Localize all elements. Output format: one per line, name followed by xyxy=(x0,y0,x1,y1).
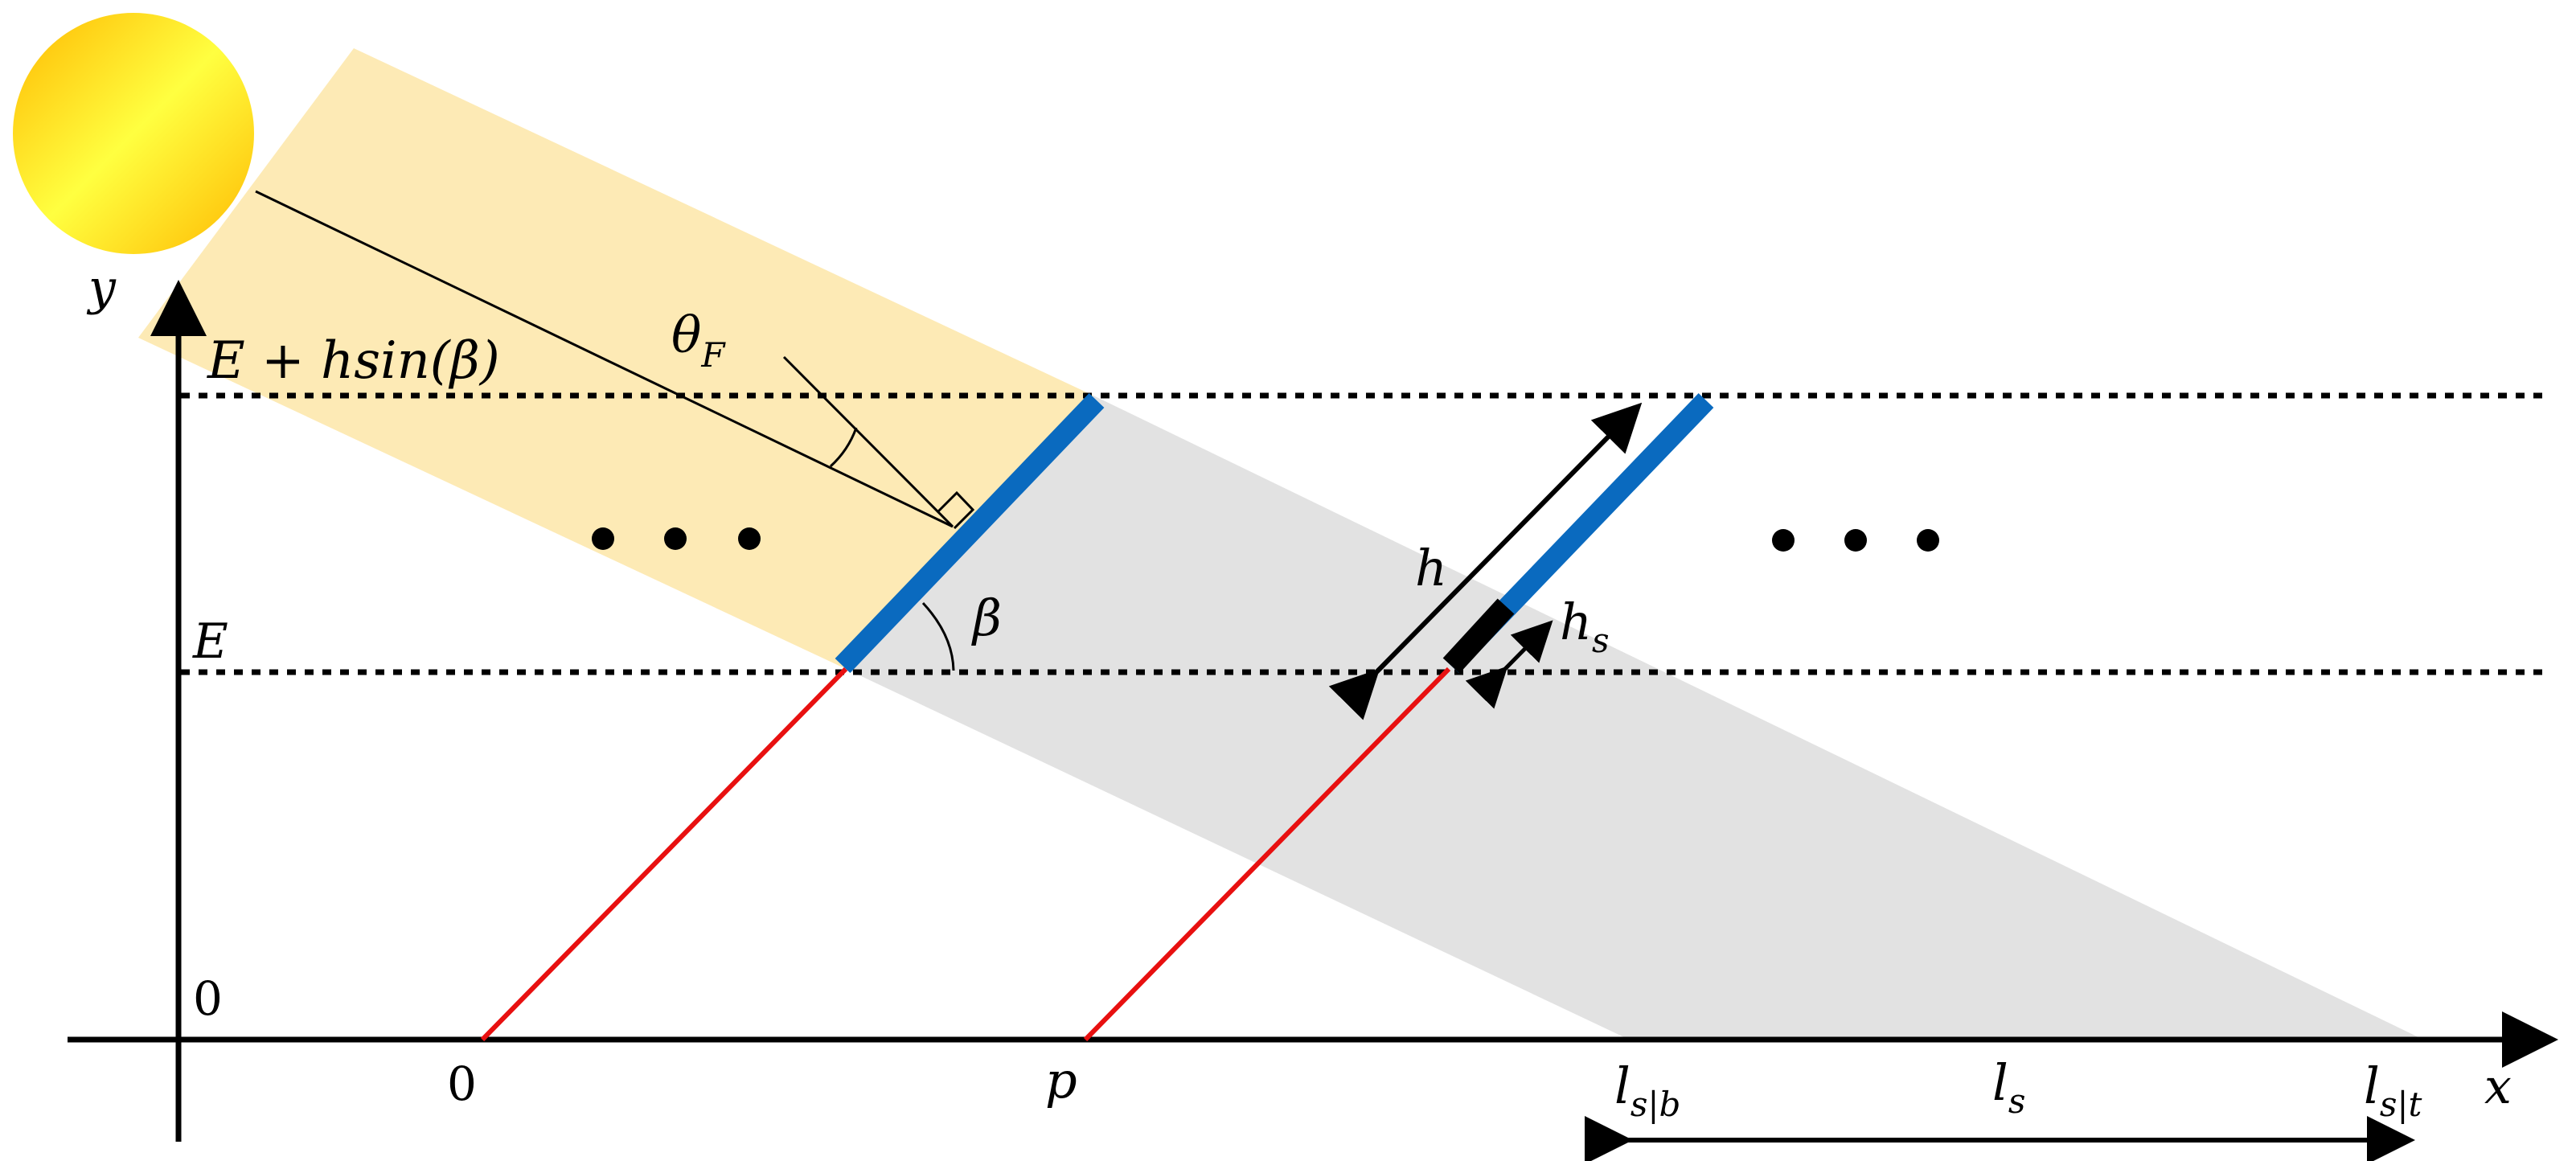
h-dimension-arrow xyxy=(1328,402,1643,720)
lower-level-label: E xyxy=(192,613,228,670)
sun-ray xyxy=(255,190,954,528)
row1-support xyxy=(480,667,848,1042)
panel-normal xyxy=(782,355,954,528)
ls-bottom-label: ls|b xyxy=(1614,1056,1680,1124)
upper-level-label: E + hsin(β) xyxy=(207,331,500,391)
sun-icon xyxy=(13,13,254,254)
ls-top-label: ls|t xyxy=(2364,1056,2422,1124)
origin-y-label: 0 xyxy=(193,971,223,1026)
x-axis-label: x xyxy=(2484,1059,2512,1115)
row1-panel xyxy=(835,393,1105,673)
beta-label: β xyxy=(971,589,1002,647)
h-label: h xyxy=(1415,539,1447,597)
theta-label: θF xyxy=(671,306,726,375)
right-angle-marker xyxy=(937,490,975,530)
origin-x-label: 0 xyxy=(447,1056,477,1111)
row2-support xyxy=(1083,667,1451,1042)
theta-angle-arc xyxy=(829,427,858,468)
right-ellipsis xyxy=(1772,529,1939,552)
ls-label: ls xyxy=(1992,1053,2025,1121)
pitch-label: p xyxy=(1045,1051,1077,1110)
beta-angle-arc xyxy=(921,601,955,671)
left-ellipsis xyxy=(592,527,761,550)
hs-label: hs xyxy=(1560,593,1610,660)
sunlight-band xyxy=(138,48,1093,667)
y-axis-label: y xyxy=(86,260,117,316)
hs-dimension-arrow xyxy=(1465,620,1553,709)
